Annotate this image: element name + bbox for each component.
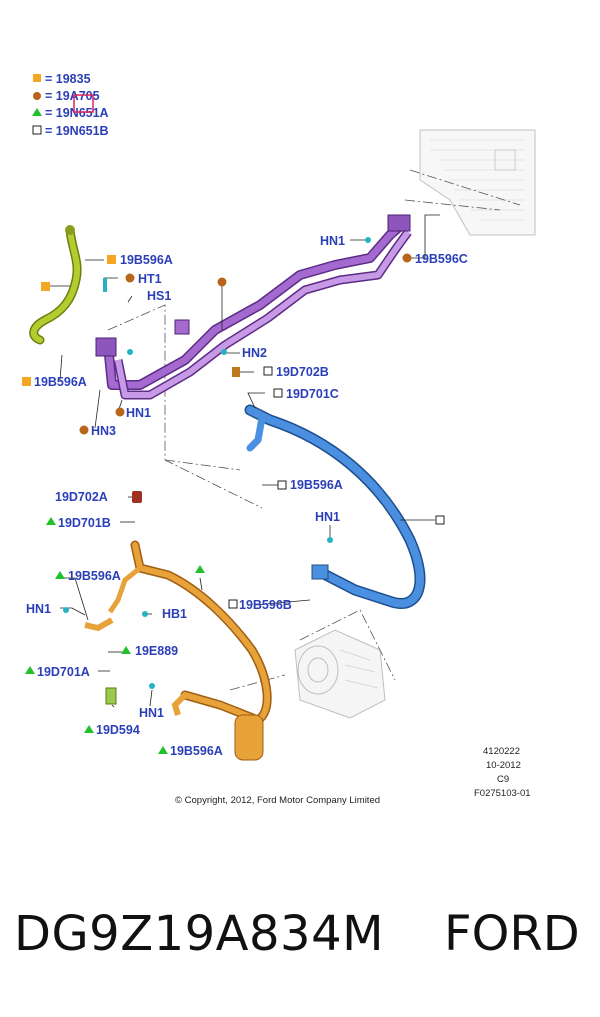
purple-hose [95, 214, 412, 400]
callout-hn1-mid: HN1 [126, 406, 151, 420]
callout-19d594: 19D594 [96, 723, 140, 737]
orange-hose [84, 540, 272, 761]
callout-19d702a: 19D702A [55, 490, 108, 504]
legend-square-orange-marker [33, 74, 41, 82]
callout-hs1: HS1 [147, 289, 171, 303]
legend: = 19835 = 19A705 = 19N651A = 19N651B [32, 72, 109, 138]
drawing-meta: 4120222 10-2012 C9 F0275103-01 © Copyrig… [175, 746, 531, 806]
callout-hn2: HN2 [242, 346, 267, 360]
callout-19d701c: 19D701C [286, 387, 339, 401]
blue-hose [244, 404, 426, 609]
legend-item-19n651a: = 19N651A [45, 106, 109, 120]
legend-item-19n651b: = 19N651B [45, 124, 109, 138]
callout-19b596a-top: 19B596A [120, 253, 173, 267]
callout-19b596a-orange: 19B596A [68, 569, 121, 583]
callout-19d702b: 19D702B [276, 365, 329, 379]
legend-circle-brown-marker [33, 92, 41, 100]
callout-labels: 19B596A HT1 HS1 HN1 19B596C HN2 19D702B … [26, 234, 468, 758]
callout-19b596c: 19B596C [415, 252, 468, 266]
callout-19b596a-mid: 19B596A [290, 478, 343, 492]
callout-19b596a-left: 19B596A [34, 375, 87, 389]
callout-hn1-bottom: HN1 [139, 706, 164, 720]
meta-rev: C9 [497, 774, 509, 785]
legend-square-outline-marker [32, 125, 42, 135]
meta-date: 10-2012 [486, 760, 521, 771]
callout-19b596b: 19B596B [239, 598, 292, 612]
meta-code: 4120222 [483, 746, 520, 757]
evaporator-housing [419, 129, 536, 236]
highlight-marker [73, 94, 94, 113]
callout-19b596a-bottom: 19B596A [170, 744, 223, 758]
meta-ref: F0275103-01 [474, 788, 531, 799]
part-number: DG9Z19A834M [14, 906, 385, 962]
ac-line-diagram: = 19835 = 19A705 = 19N651A = 19N651B [22, 72, 536, 806]
brand-name: FORD [444, 906, 580, 962]
callout-19d701b: 19D701B [58, 516, 111, 530]
callout-19d701a: 19D701A [37, 665, 90, 679]
green-hose [29, 225, 82, 345]
legend-triangle-green-marker [32, 108, 42, 116]
callout-ht1: HT1 [138, 272, 162, 286]
copyright-notice: © Copyright, 2012, Ford Motor Company Li… [175, 795, 380, 806]
callout-markers [22, 237, 445, 754]
legend-item-19a705: = 19A705 [45, 89, 100, 103]
callout-hn1-top: HN1 [320, 234, 345, 248]
callout-hb1: HB1 [162, 607, 187, 621]
legend-item-19835: = 19835 [45, 72, 91, 86]
callout-19e889: 19E889 [135, 644, 178, 658]
callout-hn1-left: HN1 [26, 602, 51, 616]
compressor [294, 629, 386, 719]
callout-hn3: HN3 [91, 424, 116, 438]
callout-hn1-blue: HN1 [315, 510, 340, 524]
